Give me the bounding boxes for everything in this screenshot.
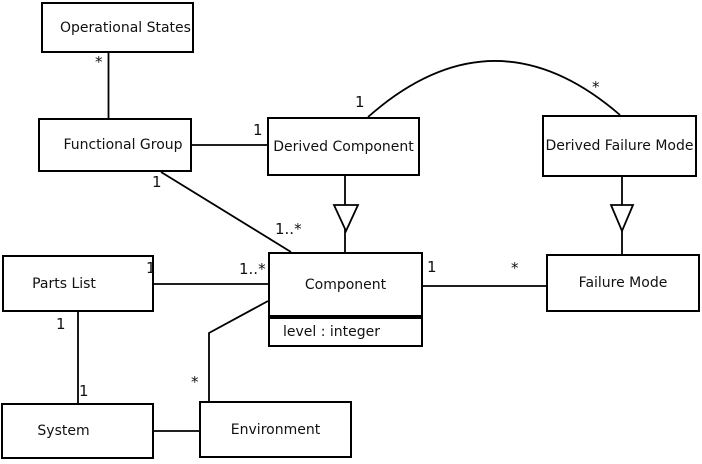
class-label: Derived Failure Mode xyxy=(545,138,694,154)
multiplicity-label: 1..* xyxy=(275,220,302,238)
multiplicity-label: 1 xyxy=(427,258,437,276)
multiplicity-label: 1 xyxy=(79,382,89,400)
edge-component-environment xyxy=(208,300,269,401)
multiplicity-label: 1 xyxy=(152,173,162,191)
class-label: Parts List xyxy=(32,275,96,292)
multiplicity-label: * xyxy=(95,53,103,71)
class-box-failure-mode: Failure Mode xyxy=(546,254,700,312)
class-box-parts-list: Parts List xyxy=(2,255,154,312)
generalization-triangle-icon xyxy=(609,204,635,234)
class-box-environment: Environment xyxy=(199,401,352,458)
class-label: Functional Group xyxy=(63,137,183,153)
edge-arc-derived-component-derived-failure-mode xyxy=(367,60,621,118)
multiplicity-label: * xyxy=(191,373,199,391)
multiplicity-label: * xyxy=(511,259,519,277)
class-box-component: Component xyxy=(268,252,423,317)
multiplicity-label: * xyxy=(592,78,600,96)
class-box-derived-component: Derived Component xyxy=(267,117,420,176)
class-label: Component xyxy=(304,276,387,293)
class-box-system: System xyxy=(1,403,154,459)
multiplicity-label: 1 xyxy=(355,93,365,111)
class-box-operational-states: Operational States xyxy=(41,2,194,53)
class-box-derived-failure-mode: Derived Failure Mode xyxy=(542,115,697,177)
class-label: System xyxy=(37,423,90,439)
multiplicity-label: 1..* xyxy=(239,260,266,278)
multiplicity-label: 1 xyxy=(253,121,263,139)
multiplicity-label: 1 xyxy=(146,259,156,277)
class-label: Operational States xyxy=(60,19,191,36)
multiplicity-label: 1 xyxy=(56,315,66,333)
class-label: Derived Component xyxy=(273,138,414,155)
class-attribute-compartment-component: level : integer xyxy=(268,317,423,347)
edge-functional-group-component xyxy=(160,171,292,253)
class-label: Failure Mode xyxy=(578,275,668,291)
class-label: Environment xyxy=(230,421,321,438)
attribute-label: level : integer xyxy=(283,324,381,340)
generalization-triangle-icon xyxy=(332,204,360,234)
class-box-functional-group: Functional Group xyxy=(38,118,192,172)
